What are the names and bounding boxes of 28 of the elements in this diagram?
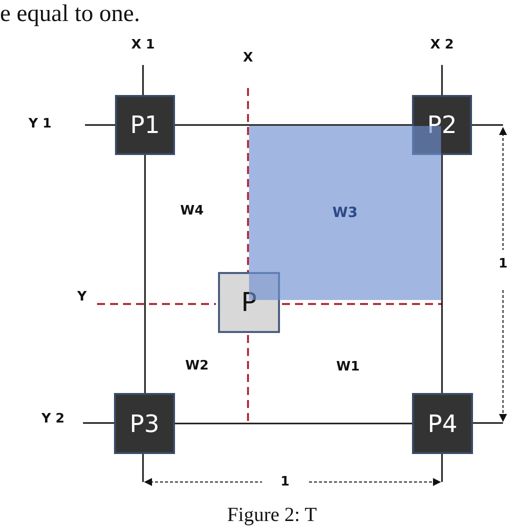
region-label: W2 [185, 360, 209, 372]
axis-label: Y 2 [42, 412, 64, 426]
axis-label: X 2 [430, 38, 454, 52]
point-box [114, 393, 175, 454]
point-label: P1 [130, 111, 160, 139]
region-label: W1 [336, 360, 360, 374]
point-label: P3 [130, 410, 160, 438]
axis-label: X 1 [131, 38, 155, 52]
point-box [115, 95, 175, 155]
connector-line [144, 155, 146, 393]
point-box [412, 95, 472, 155]
point-box [412, 393, 473, 454]
body-text: e equal to one. [0, 2, 140, 26]
point-label: P2 [427, 111, 457, 139]
axis-label: X [242, 52, 254, 64]
point-label: W3 [332, 205, 358, 221]
figure-caption: Figure 2: T [227, 505, 317, 525]
region-label: W4 [180, 204, 204, 218]
dimension-value: 1 [280, 476, 290, 488]
connector-line [175, 124, 412, 126]
point-label: P [241, 288, 257, 318]
point-label: P4 [428, 410, 458, 438]
axis-label: Y 1 [28, 118, 52, 130]
connector-line [175, 422, 412, 424]
dimension-value: 1 [498, 258, 508, 270]
point-box [218, 272, 280, 333]
connector-line [441, 155, 443, 393]
axis-label: Y [77, 290, 87, 304]
